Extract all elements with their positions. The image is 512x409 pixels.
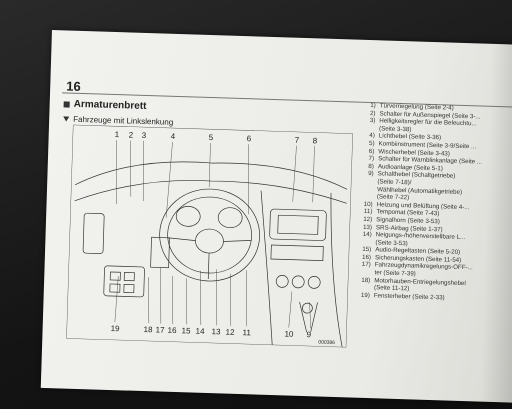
label-5: 5 — [209, 133, 214, 142]
label-19: 19 — [111, 324, 121, 333]
label-14: 14 — [195, 327, 205, 336]
figure-code: 000386 — [318, 340, 335, 347]
label-3: 3 — [142, 131, 147, 140]
label-18: 18 — [143, 325, 153, 334]
label-7: 7 — [295, 136, 300, 145]
leader-lines — [114, 140, 315, 329]
label-10: 10 — [284, 329, 294, 338]
legend-list: 1)Türverriegelung (Seite 2-4) 2)Schalter… — [358, 102, 512, 305]
diagram-frame — [66, 124, 353, 348]
section-heading: Armaturenbrett — [63, 98, 147, 113]
label-6: 6 — [247, 134, 252, 143]
label-12: 12 — [225, 328, 235, 337]
triangle-bullet-icon — [63, 116, 70, 122]
dashboard-shapes — [74, 161, 348, 348]
label-17: 17 — [155, 325, 165, 334]
label-9: 9 — [306, 330, 311, 339]
label-1: 1 — [115, 130, 120, 139]
label-4: 4 — [171, 132, 176, 141]
bottom-labels: 19 18 17 16 15 14 13 12 11 10 9 — [111, 324, 312, 339]
label-13: 13 — [211, 327, 221, 336]
square-bullet-icon — [63, 100, 70, 108]
section-title-text: Armaturenbrett — [73, 98, 147, 113]
label-8: 8 — [313, 136, 318, 145]
dashboard-diagram: 1 2 3 4 5 6 7 8 — [66, 124, 353, 348]
label-11: 11 — [242, 328, 251, 337]
label-15: 15 — [181, 326, 191, 335]
manual-page: 16 Armaturenbrett Fahrzeuge mit Linkslen… — [40, 30, 512, 403]
label-16: 16 — [167, 326, 177, 335]
label-2: 2 — [129, 130, 134, 139]
dashboard-illustration: 1 2 3 4 5 6 7 8 — [66, 124, 353, 348]
top-labels: 1 2 3 4 5 6 7 8 — [115, 130, 318, 145]
